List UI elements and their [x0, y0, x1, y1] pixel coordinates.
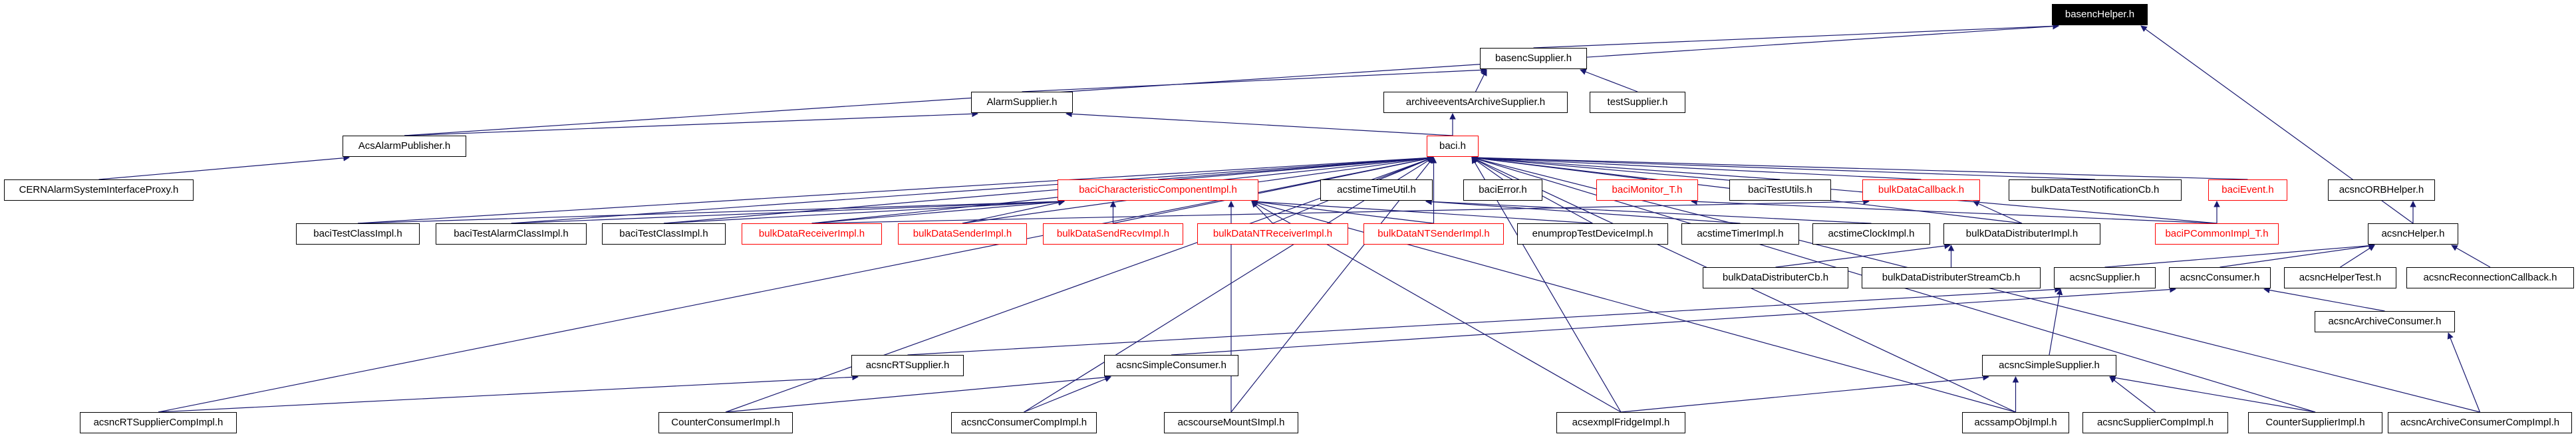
- node-acsncORBHelper[interactable]: acsncORBHelper.h: [2328, 179, 2435, 201]
- node-enumpropTestDeviceImpl[interactable]: enumpropTestDeviceImpl.h: [1517, 223, 1668, 245]
- edge-baciPCommonImpl_T-to-baciMonitor_T: [1691, 198, 2218, 224]
- node-acsncHelperTest[interactable]: acsncHelperTest.h: [2284, 267, 2396, 288]
- edge-baciPCommonImpl_T-to-baci: [1471, 154, 2218, 224]
- edge-bulkDataCallback-to-baci: [1471, 154, 1922, 180]
- node-baciTestClassImpl1[interactable]: baciTestClassImpl.h: [296, 223, 420, 245]
- node-baciCharacteristicComponentImpl[interactable]: baciCharacteristicComponentImpl.h: [1058, 179, 1258, 201]
- edge-CERNAlarmSystemInterfaceProxy-to-AcsAlarmPublisher: [98, 154, 350, 180]
- node-CounterConsumerImpl[interactable]: CounterConsumerImpl.h: [658, 412, 793, 433]
- node-bulkDataSendRecvImpl[interactable]: bulkDataSendRecvImpl.h: [1043, 223, 1183, 245]
- node-acsncSimpleSupplier[interactable]: acsncSimpleSupplier.h: [1982, 355, 2116, 376]
- node-bulkDataDistributerImpl[interactable]: bulkDataDistributerImpl.h: [1943, 223, 2100, 245]
- edge-bulkDataNTSenderImpl-to-baciCharacteristicComponentImpl: [1251, 199, 1434, 224]
- edge-acsncRTSupplierCompImpl-to-acsncRTSupplier: [158, 374, 859, 413]
- edge-baciEvent-to-baci: [1471, 154, 2248, 180]
- node-acscourseMountSImpl[interactable]: acscourseMountSImpl.h: [1164, 412, 1298, 433]
- node-basencHelper: basencHelper.h: [2052, 4, 2148, 25]
- edge-acsncHelperTest-to-acsncHelper: [2340, 245, 2375, 268]
- edge-baciTestClassImpl1-to-baci: [357, 154, 1434, 224]
- edge-acsncSupplier-to-acsncHelper: [2104, 242, 2375, 268]
- node-baciTestUtils[interactable]: baciTestUtils.h: [1729, 179, 1831, 201]
- node-archiveeventsArchiveSupplier[interactable]: archiveeventsArchiveSupplier.h: [1383, 92, 1568, 113]
- edge-acsexmplFridgeImpl-to-acsncSimpleSupplier: [1620, 374, 1989, 413]
- node-baci[interactable]: baci.h: [1427, 136, 1479, 157]
- edge-AcsAlarmPublisher-to-basencHelper: [404, 23, 2059, 136]
- node-baciPCommonImpl_T[interactable]: baciPCommonImpl_T.h: [2155, 223, 2279, 245]
- edge-CounterConsumerImpl-to-baci: [725, 156, 1434, 413]
- node-acsncRTSupplier[interactable]: acsncRTSupplier.h: [851, 355, 964, 376]
- edge-basencSupplier-to-basencHelper: [1533, 23, 2059, 49]
- edge-archiveeventsArchiveSupplier-to-basencSupplier: [1475, 69, 1487, 92]
- node-acsncConsumerCompImpl[interactable]: acsncConsumerCompImpl.h: [951, 412, 1097, 433]
- node-bulkDataNTSenderImpl[interactable]: bulkDataNTSenderImpl.h: [1363, 223, 1504, 245]
- node-testSupplier[interactable]: testSupplier.h: [1590, 92, 1685, 113]
- node-baciMonitor_T[interactable]: baciMonitor_T.h: [1596, 179, 1698, 201]
- node-CERNAlarmSystemInterfaceProxy[interactable]: CERNAlarmSystemInterfaceProxy.h: [4, 179, 194, 201]
- node-AlarmSupplier[interactable]: AlarmSupplier.h: [971, 92, 1073, 113]
- edge-acsncSupplierCompImpl-to-acsncSimpleSupplier: [2109, 376, 2156, 413]
- node-acsncRTSupplierCompImpl[interactable]: acsncRTSupplierCompImpl.h: [80, 412, 237, 433]
- edge-acsncSimpleConsumer-to-acsncConsumer: [1171, 286, 2176, 356]
- edge-baciTestClassImpl1-to-baciCharacteristicComponentImpl: [357, 198, 1065, 224]
- node-basencSupplier[interactable]: basencSupplier.h: [1480, 48, 1587, 69]
- edge-acstimeClockImpl-to-acstimeTimeUtil: [1425, 198, 1872, 224]
- edge-acsncReconnectionCallback-to-acsncHelper: [2451, 245, 2491, 268]
- node-acstimeClockImpl[interactable]: acstimeClockImpl.h: [1812, 223, 1930, 245]
- edge-baciTestUtils-to-baci: [1471, 154, 1781, 180]
- node-acssampObjImpl[interactable]: acssampObjImpl.h: [1962, 412, 2069, 433]
- node-bulkDataReceiverImpl[interactable]: bulkDataReceiverImpl.h: [742, 223, 882, 245]
- edge-acsncConsumerCompImpl-to-acsncSimpleConsumer: [1024, 376, 1111, 413]
- node-AcsAlarmPublisher[interactable]: AcsAlarmPublisher.h: [343, 136, 466, 157]
- node-acsncHelper[interactable]: acsncHelper.h: [2368, 223, 2458, 245]
- node-acsncConsumer[interactable]: acsncConsumer.h: [2169, 267, 2271, 288]
- edge-acsncRTSupplier-to-acsncSupplier: [907, 286, 2061, 356]
- node-acstimeTimeUtil[interactable]: acstimeTimeUtil.h: [1320, 179, 1433, 201]
- node-acsncArchiveConsumer[interactable]: acsncArchiveConsumer.h: [2315, 311, 2455, 332]
- edge-bulkDataSenderImpl-to-baciCharacteristicComponentImpl: [962, 199, 1065, 224]
- node-acsncReconnectionCallback[interactable]: acsncReconnectionCallback.h: [2406, 267, 2574, 288]
- edge-CounterConsumerImpl-to-acsncSimpleConsumer: [725, 374, 1111, 413]
- node-baciEvent[interactable]: baciEvent.h: [2208, 179, 2287, 201]
- edge-baci-to-AlarmSupplier: [1066, 110, 1453, 136]
- edge-testSupplier-to-basencSupplier: [1580, 68, 1638, 92]
- node-bulkDataCallback[interactable]: bulkDataCallback.h: [1862, 179, 1980, 201]
- edge-AlarmSupplier-to-basencSupplier: [1022, 66, 1487, 92]
- edge-acsncArchiveConsumer-to-acsncConsumer: [2263, 286, 2385, 312]
- edge-acsncConsumer-to-acsncHelper: [2219, 243, 2375, 268]
- node-bulkDataTestNotificationCb[interactable]: bulkDataTestNotificationCb.h: [2009, 179, 2182, 201]
- node-CounterSupplierImpl[interactable]: CounterSupplierImpl.h: [2248, 412, 2382, 433]
- node-baciError[interactable]: baciError.h: [1463, 179, 1542, 201]
- node-acsncArchiveConsumerCompImpl[interactable]: acsncArchiveConsumerCompImpl.h: [2388, 412, 2572, 433]
- edge-baciTestClassImpl2-to-baciCharacteristicComponentImpl: [663, 198, 1065, 224]
- edge-acstimeTimerImpl-to-acstimeTimeUtil: [1425, 198, 1741, 224]
- edge-baciTestAlarmClassImpl-to-baci: [511, 154, 1434, 224]
- node-baciTestAlarmClassImpl[interactable]: baciTestAlarmClassImpl.h: [436, 223, 587, 245]
- edge-acsncArchiveConsumerCompImpl-to-acsncArchiveConsumer: [2447, 332, 2481, 413]
- node-acstimeTimerImpl[interactable]: acstimeTimerImpl.h: [1681, 223, 1799, 245]
- node-bulkDataDistributerCb[interactable]: bulkDataDistributerCb.h: [1703, 267, 1848, 288]
- node-acsncSimpleConsumer[interactable]: acsncSimpleConsumer.h: [1104, 355, 1238, 376]
- edge-acsncSimpleSupplier-to-acsncSupplier: [2049, 288, 2063, 356]
- node-baciTestClassImpl2[interactable]: baciTestClassImpl.h: [602, 223, 726, 245]
- node-acsncSupplier[interactable]: acsncSupplier.h: [2054, 267, 2156, 288]
- edge-bulkDataTestNotificationCb-to-baci: [1471, 154, 2096, 180]
- node-bulkDataDistributerStreamCb[interactable]: bulkDataDistributerStreamCb.h: [1862, 267, 2041, 288]
- node-acsexmplFridgeImpl[interactable]: acsexmplFridgeImpl.h: [1556, 412, 1685, 433]
- edge-AcsAlarmPublisher-to-AlarmSupplier: [404, 110, 978, 136]
- edge-bulkDataReceiverImpl-to-baciCharacteristicComponentImpl: [811, 198, 1065, 224]
- edge-enumpropTestDeviceImpl-to-baciCharacteristicComponentImpl: [1251, 198, 1593, 224]
- node-bulkDataNTReceiverImpl[interactable]: bulkDataNTReceiverImpl.h: [1197, 223, 1348, 245]
- edge-baciTestClassImpl2-to-baci: [663, 154, 1434, 224]
- edge-CounterSupplierImpl-to-acsncSimpleSupplier: [2109, 374, 2316, 413]
- node-bulkDataSenderImpl[interactable]: bulkDataSenderImpl.h: [898, 223, 1027, 245]
- edge-bulkDataDistributerImpl-to-bulkDataCallback: [1973, 201, 2023, 224]
- node-acsncSupplierCompImpl[interactable]: acsncSupplierCompImpl.h: [2082, 412, 2228, 433]
